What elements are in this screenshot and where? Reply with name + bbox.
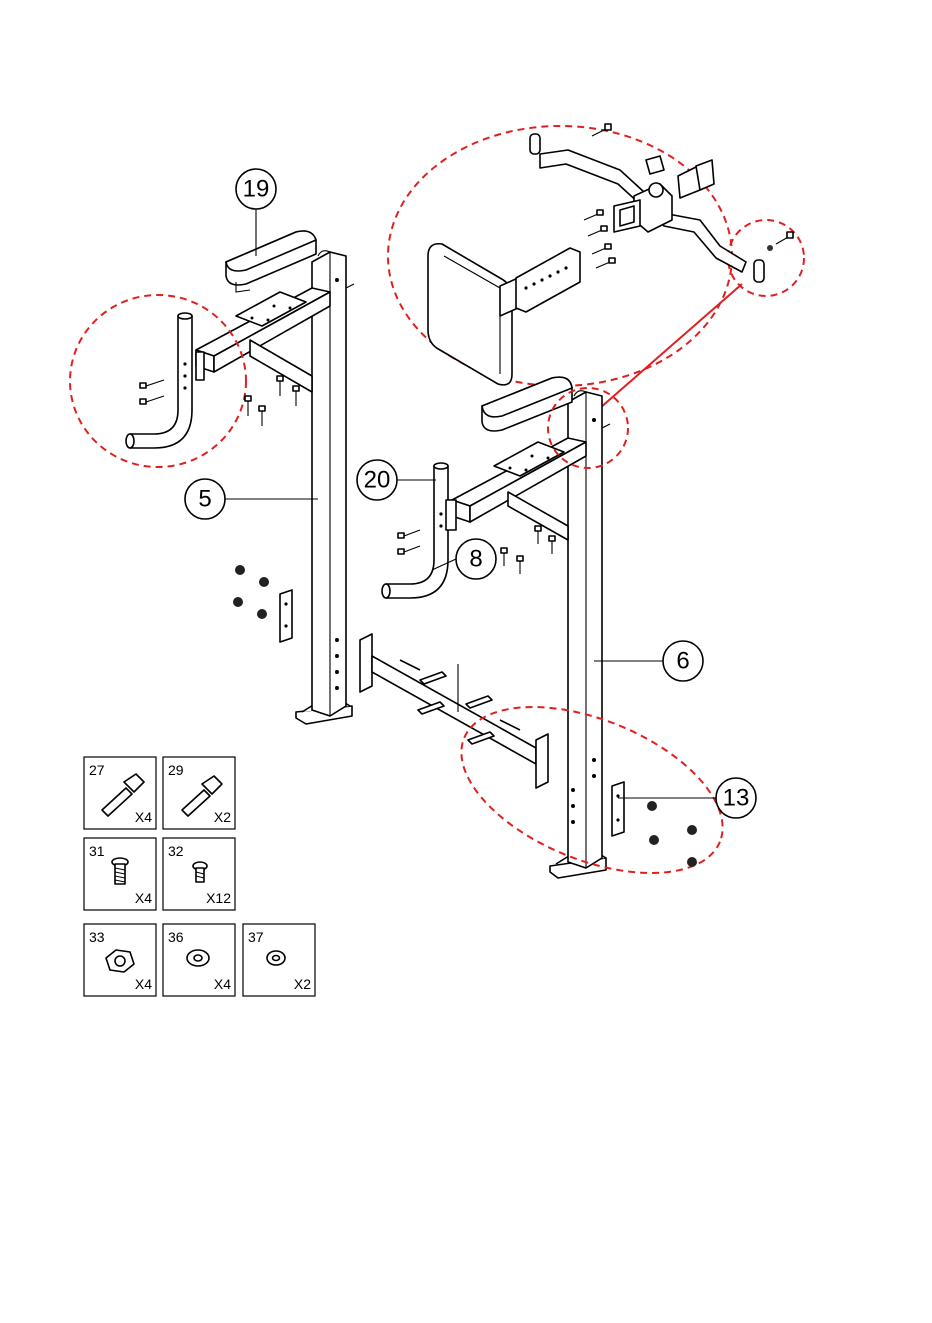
callout-5-label: 5 [198, 486, 211, 513]
hardware-37-number: 37 [248, 929, 264, 945]
hardware-31-qty: X4 [135, 890, 152, 906]
callout-6-label: 6 [676, 648, 689, 675]
callout-19-label: 19 [243, 176, 270, 203]
hardware-legend: 27 X4 29 X2 31 X4 [84, 757, 315, 996]
hardware-item-27: 27 X4 [84, 757, 156, 829]
left-handle-bolts [140, 380, 164, 404]
lower-crossbar [360, 634, 548, 788]
left-nuts-and-plate [233, 565, 292, 642]
hardware-item-37: 37 X2 [243, 924, 315, 996]
hardware-33-number: 33 [89, 929, 105, 945]
hardware-36-number: 36 [168, 929, 184, 945]
hardware-27-number: 27 [89, 762, 105, 778]
hardware-item-36: 36 X4 [163, 924, 235, 996]
hardware-32-number: 32 [168, 843, 184, 859]
hardware-item-29: 29 X2 [163, 757, 235, 829]
hardware-36-qty: X4 [214, 976, 231, 992]
hardware-item-33: 33 X4 [84, 924, 156, 996]
right-back-pad [482, 377, 572, 431]
hardware-29-qty: X2 [214, 809, 231, 825]
short-screw-icon [112, 858, 128, 884]
hardware-item-31: 31 X4 [84, 838, 156, 910]
hardware-37-qty: X2 [294, 976, 311, 992]
callout-6: 6 [594, 641, 703, 681]
callout-5: 5 [185, 479, 318, 519]
callout-20: 20 [357, 460, 436, 500]
right-nuts-and-plate [612, 782, 697, 867]
connection-line [600, 284, 742, 408]
callout-8-label: 8 [469, 546, 482, 573]
hardware-27-qty: X4 [135, 809, 152, 825]
right-upright-frame [452, 391, 610, 878]
left-dip-handle [126, 313, 192, 448]
callout-20-label: 20 [364, 467, 391, 494]
hardware-item-32: 32 X12 [163, 838, 235, 910]
back-pad-19 [226, 231, 316, 292]
hardware-29-number: 29 [168, 762, 184, 778]
hardware-32-qty: X12 [206, 890, 231, 906]
hardware-33-qty: X4 [135, 976, 152, 992]
washer-icon [267, 951, 285, 965]
callout-13: 13 [618, 778, 756, 818]
arm-screws-left [245, 376, 299, 426]
washer-icon [187, 950, 209, 966]
callout-13-label: 13 [723, 785, 750, 812]
large-back-pad [428, 244, 580, 385]
hardware-31-number: 31 [89, 843, 105, 859]
